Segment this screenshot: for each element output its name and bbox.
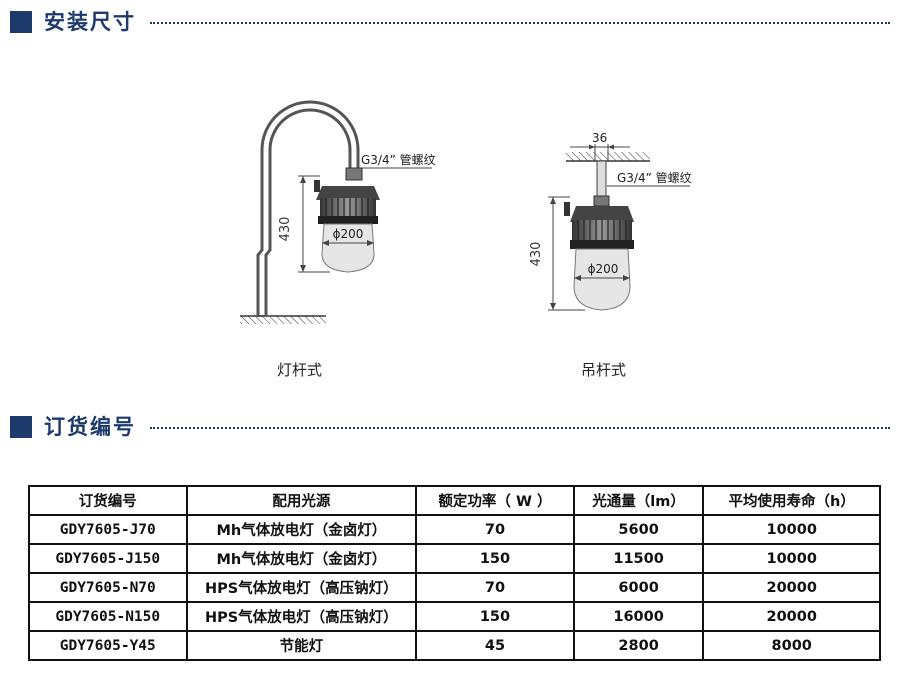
cell-lifetime: 20000 (702, 572, 881, 603)
table-row: GDY7605-N150 HPS气体放电灯（高压钠灯） 150 16000 20… (28, 601, 881, 632)
order-section-title: 订货编号 (44, 415, 136, 439)
right-thread-label: G3/4” 管螺纹 (617, 170, 692, 185)
header-luminous-flux: 光通量（lm） (572, 485, 705, 516)
cell-light-source: Mh气体放电灯（金卤灯） (185, 514, 418, 545)
cell-power: 150 (415, 601, 575, 632)
left-thread-label: G3/4” 管螺纹 (361, 152, 436, 167)
cell-luminous-flux: 11500 (572, 543, 705, 574)
order-table: 订货编号 配用光源 额定功率（ W ） 光通量（lm） 平均使用寿命（h） GD… (28, 485, 881, 661)
cell-order-code: GDY7605-N70 (28, 572, 188, 603)
cell-lifetime: 20000 (702, 601, 881, 632)
install-section-header: 安装尺寸 (10, 7, 890, 37)
cell-luminous-flux: 6000 (572, 572, 705, 603)
table-header-row: 订货编号 配用光源 额定功率（ W ） 光通量（lm） 平均使用寿命（h） (28, 485, 881, 516)
section-square-icon (10, 416, 32, 438)
cell-power: 70 (415, 514, 575, 545)
header-power: 额定功率（ W ） (415, 485, 575, 516)
pole-mount-drawing (240, 100, 432, 324)
pole-mount-caption: 灯杆式 (277, 361, 323, 379)
cell-luminous-flux: 5600 (572, 514, 705, 545)
order-section-header: 订货编号 (10, 412, 890, 442)
ground-hatch (240, 316, 326, 324)
cell-order-code: GDY7605-Y45 (28, 630, 188, 661)
cell-power: 45 (415, 630, 575, 661)
cell-order-code: GDY7605-J150 (28, 543, 188, 574)
cell-power: 70 (415, 572, 575, 603)
cell-luminous-flux: 2800 (572, 630, 705, 661)
cell-luminous-flux: 16000 (572, 601, 705, 632)
installation-drawings: 430 ϕ200 G3/4” 管螺纹 (240, 100, 692, 324)
cell-order-code: GDY7605-N150 (28, 601, 188, 632)
left-height-label: 430 (278, 217, 293, 242)
right-height-label: 430 (529, 242, 544, 267)
cell-lifetime: 10000 (702, 543, 881, 574)
cell-order-code: GDY7605-J70 (28, 514, 188, 545)
install-section-title: 安装尺寸 (44, 10, 136, 34)
section-divider (150, 22, 890, 24)
pendant-mount-drawing (548, 144, 690, 311)
cell-light-source: HPS气体放电灯（高压钠灯） (185, 572, 418, 603)
cell-light-source: Mh气体放电灯（金卤灯） (185, 543, 418, 574)
cell-power: 150 (415, 543, 575, 574)
cell-light-source: HPS气体放电灯（高压钠灯） (185, 601, 418, 632)
left-diameter-label: ϕ200 (333, 227, 364, 241)
table-row: GDY7605-J150 Mh气体放电灯（金卤灯） 150 11500 1000… (28, 543, 881, 574)
table-row: GDY7605-Y45 节能灯 45 2800 8000 (28, 630, 881, 661)
header-order-code: 订货编号 (28, 485, 188, 516)
right-top-label: 36 (592, 131, 607, 145)
pendant-mount-caption: 吊杆式 (581, 361, 627, 379)
header-light-source: 配用光源 (185, 485, 418, 516)
header-lifetime: 平均使用寿命（h） (702, 485, 881, 516)
section-square-icon (10, 11, 32, 33)
cell-light-source: 节能灯 (185, 630, 418, 661)
table-row: GDY7605-N70 HPS气体放电灯（高压钠灯） 70 6000 20000 (28, 572, 881, 603)
cell-lifetime: 8000 (702, 630, 881, 661)
cell-lifetime: 10000 (702, 514, 881, 545)
right-diameter-label: ϕ200 (588, 262, 619, 276)
section-divider (150, 427, 890, 429)
table-row: GDY7605-J70 Mh气体放电灯（金卤灯） 70 5600 10000 (28, 514, 881, 545)
